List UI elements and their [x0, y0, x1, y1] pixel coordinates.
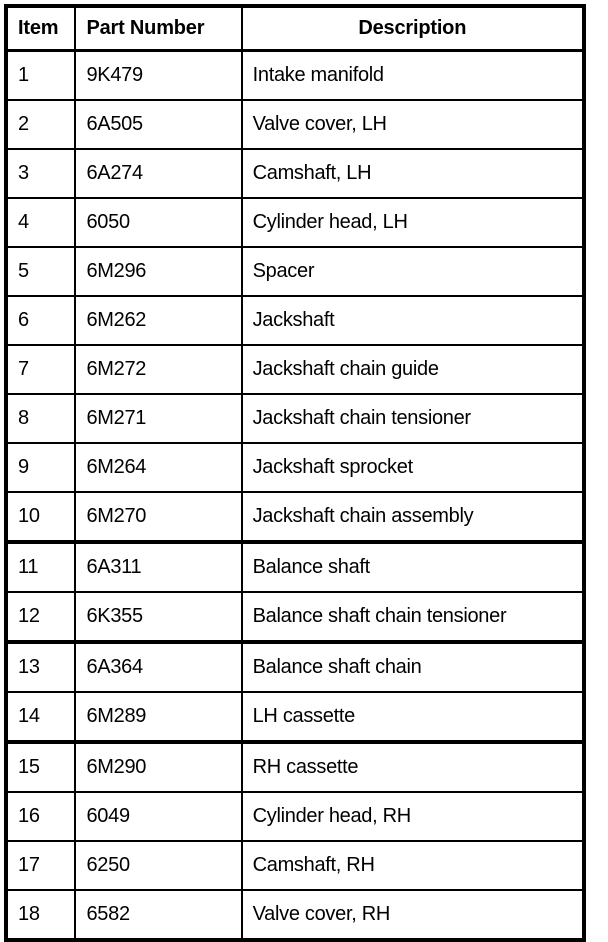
- cell-item: 10: [6, 491, 77, 542]
- column-header-description: Description: [241, 6, 584, 52]
- cell-part-number: 6M296: [75, 246, 243, 296]
- cell-part-number: 6M264: [75, 442, 243, 492]
- cell-description: Camshaft, LH: [241, 148, 584, 198]
- cell-item: 8: [6, 393, 77, 443]
- cell-item: 5: [6, 246, 77, 296]
- cell-item: 1: [6, 50, 77, 100]
- cell-part-number: 6M262: [75, 295, 243, 345]
- cell-item: 13: [6, 640, 77, 692]
- cell-part-number: 6M271: [75, 393, 243, 443]
- cell-part-number: 6A274: [75, 148, 243, 198]
- cell-item: 11: [6, 540, 77, 592]
- cell-part-number: 6M289: [75, 691, 243, 742]
- cell-item: 14: [6, 691, 77, 742]
- cell-description: Cylinder head, LH: [241, 197, 584, 247]
- column-header-item: Item: [6, 6, 77, 52]
- cell-description: Jackshaft chain assembly: [241, 491, 584, 542]
- column-header-part-number: Part Number: [75, 6, 243, 52]
- cell-part-number: 6A364: [75, 640, 243, 692]
- cell-item: 4: [6, 197, 77, 247]
- cell-description: Cylinder head, RH: [241, 791, 584, 841]
- table-header: Item Part Number Description: [6, 6, 584, 52]
- cell-description: Valve cover, LH: [241, 99, 584, 149]
- cell-part-number: 6582: [75, 889, 243, 940]
- cell-part-number: 6M272: [75, 344, 243, 394]
- cell-part-number: 6K355: [75, 591, 243, 642]
- cell-part-number: 6M290: [75, 740, 243, 792]
- cell-description: Jackshaft: [241, 295, 584, 345]
- cell-item: 12: [6, 591, 77, 642]
- cell-part-number: 6M270: [75, 491, 243, 542]
- cell-description: Intake manifold: [252, 64, 384, 86]
- cell-description: Balance shaft chain tensioner: [241, 591, 584, 642]
- cell-item: 16: [6, 791, 77, 841]
- cell-description: Jackshaft sprocket: [241, 442, 584, 492]
- cell-description: Spacer: [241, 246, 584, 296]
- cell-description: Balance shaft chain: [241, 640, 584, 692]
- cell-description: LH cassette: [241, 691, 584, 742]
- cell-item: 15: [6, 740, 77, 792]
- cell-item: 2: [6, 99, 77, 149]
- cell-description: Jackshaft chain tensioner: [241, 393, 584, 443]
- cell-item: 3: [6, 148, 77, 198]
- table-header-row: Item Part Number Description: [6, 6, 584, 52]
- cell-item: 7: [6, 344, 77, 394]
- cell-description: RH cassette: [241, 740, 584, 792]
- cell-part-number: 6A311: [75, 540, 243, 592]
- cell-description: Camshaft, RH: [241, 840, 584, 890]
- cell-item: 18: [6, 889, 77, 940]
- cell-part-number: 6050: [75, 197, 243, 247]
- cell-part-number: 6049: [75, 791, 243, 841]
- cell-item: 6: [6, 295, 77, 345]
- cell-part-number: 9K479: [75, 50, 243, 100]
- cell-item: 9: [6, 442, 77, 492]
- cell-description: Valve cover, RH: [241, 889, 584, 940]
- cell-description: Jackshaft chain guide: [241, 344, 584, 394]
- cell-item: 17: [6, 840, 77, 890]
- cell-description: Balance shaft: [241, 540, 584, 592]
- cell-part-number: 6A505: [75, 99, 243, 149]
- cell-part-number: 6250: [75, 840, 243, 890]
